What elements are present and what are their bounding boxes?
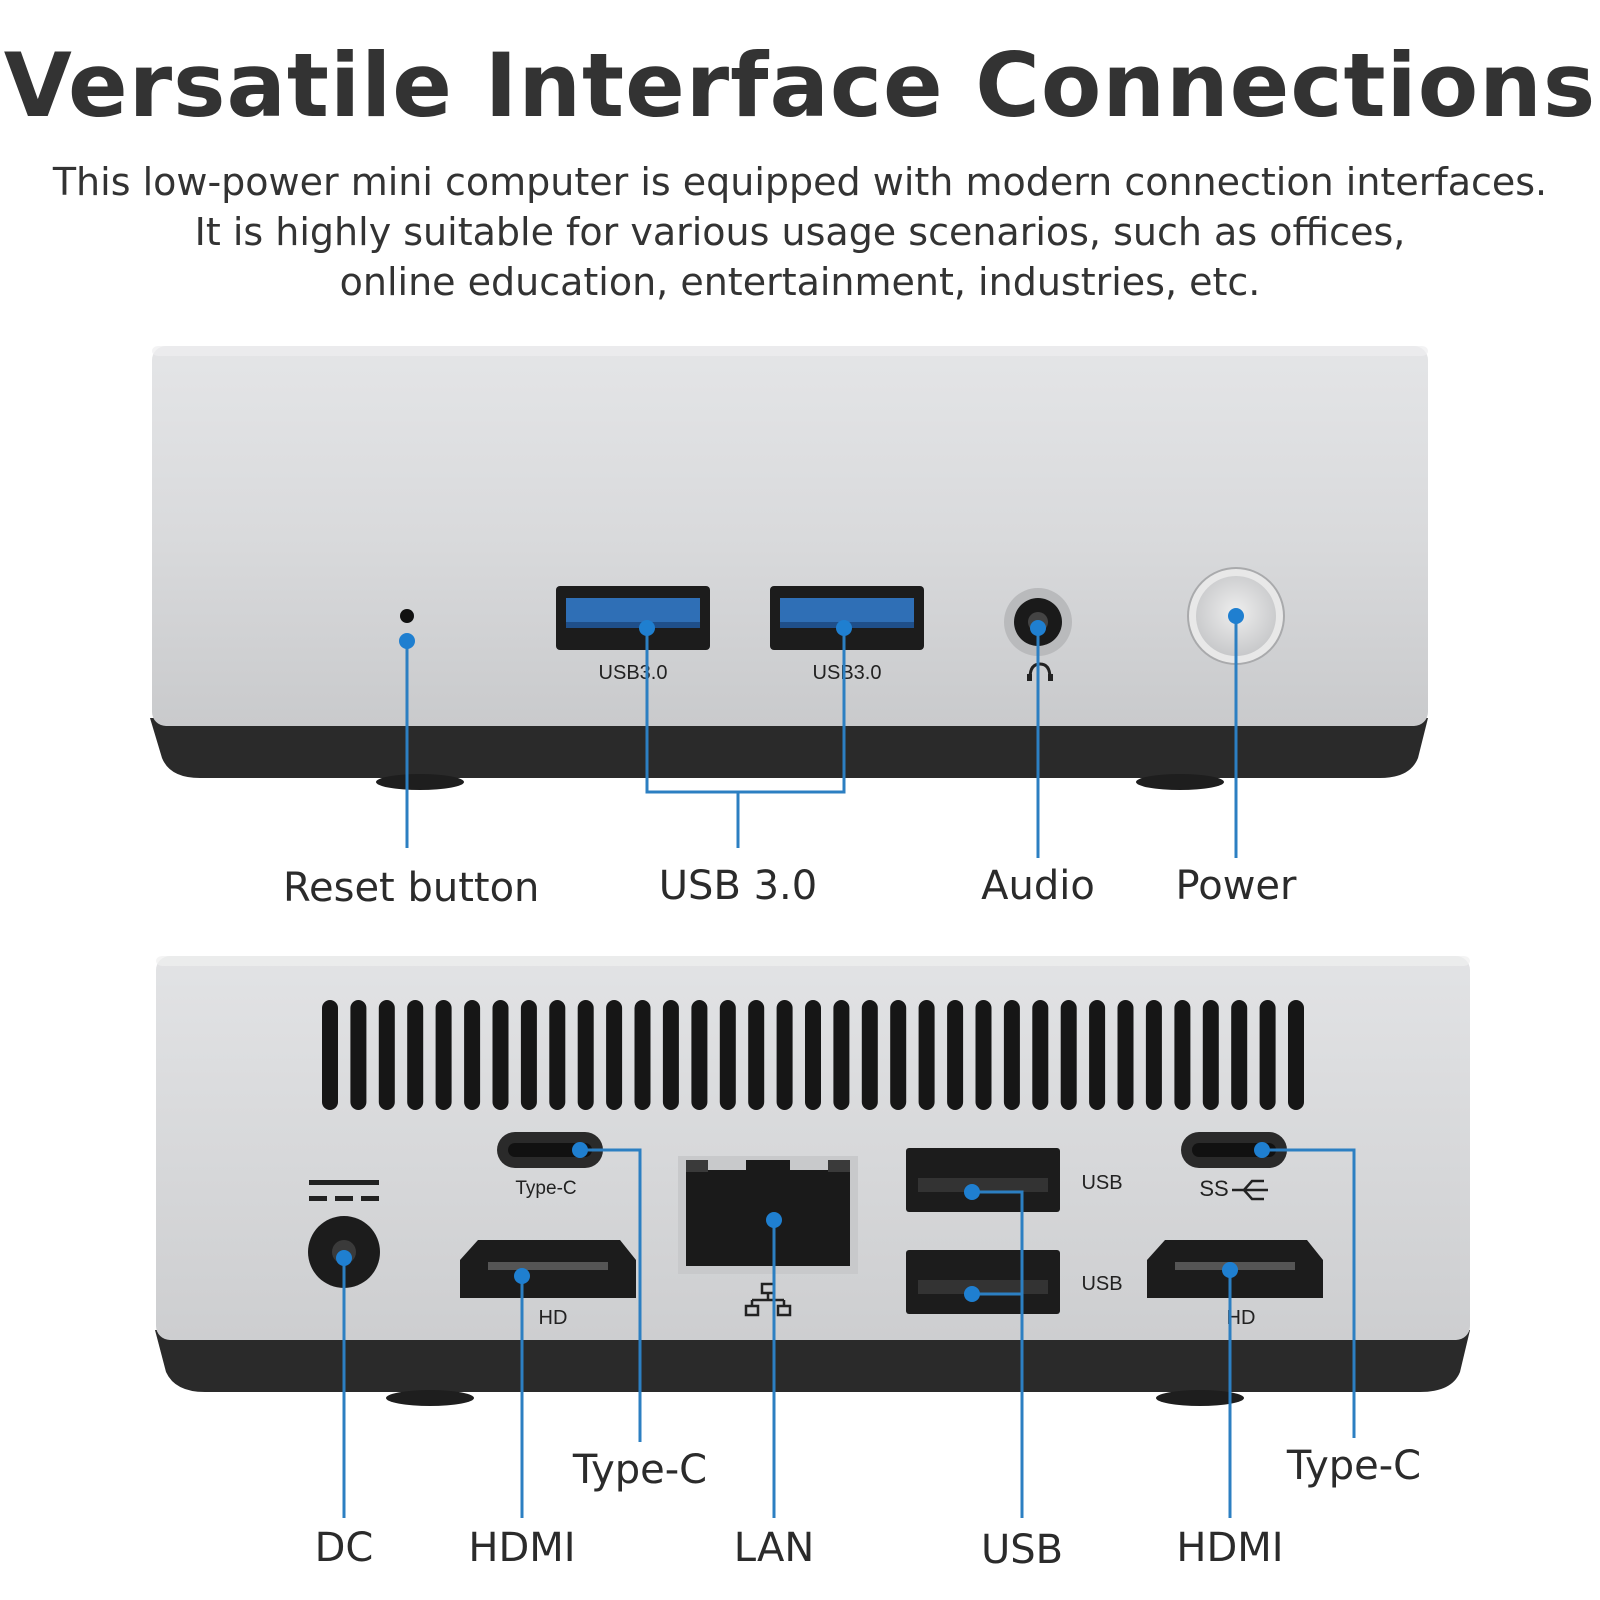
vent-slot (549, 1000, 566, 1110)
vent-slot (1060, 1000, 1077, 1110)
label-lan: LAN (733, 1525, 815, 1571)
rear-hdmi-mark-right: HD (1227, 1307, 1256, 1329)
rear-device: Type-C HD USB (155, 956, 1470, 1406)
rear-usb-port-bottom (906, 1250, 1060, 1314)
vent-slot (520, 1000, 537, 1110)
front-usb-mark-1: USB3.0 (599, 662, 668, 684)
vent-slot (1032, 1000, 1049, 1110)
vent-slot (1174, 1000, 1191, 1110)
vent-slot (634, 1000, 651, 1110)
front-callout-dots (399, 608, 1244, 649)
rear-usb-mark-top: USB (1081, 1172, 1122, 1194)
vent-slot (606, 1000, 623, 1110)
label-typec-right: Type-C (1286, 1443, 1422, 1489)
vent-slot (435, 1000, 452, 1110)
vent-slot (407, 1000, 424, 1110)
vent-slot (861, 1000, 878, 1110)
front-base (150, 718, 1428, 778)
front-foot-left (376, 774, 464, 790)
vent-slot (776, 1000, 793, 1110)
front-usb-port-1 (556, 586, 710, 650)
label-reset-button: Reset button (283, 865, 540, 911)
front-usb-mark-2: USB3.0 (813, 662, 882, 684)
label-power: Power (1175, 863, 1297, 909)
vent-slot (748, 1000, 765, 1110)
description-line-2: It is highly suitable for various usage … (194, 210, 1406, 254)
vent-slot (492, 1000, 509, 1110)
front-chassis (152, 346, 1428, 726)
dc-symbol-icon (309, 1180, 379, 1201)
rear-typec-mark-right: SS (1199, 1176, 1228, 1201)
front-usb-port-2 (770, 586, 924, 650)
vent-slot (805, 1000, 821, 1110)
vent-slot (577, 1000, 594, 1110)
label-hdmi-left: HDMI (468, 1525, 576, 1571)
usb-trident-icon (1232, 1179, 1268, 1201)
rear-typec-port-left (497, 1132, 603, 1168)
vent-slot (1231, 1000, 1248, 1110)
rear-usb-mark-bottom: USB (1081, 1273, 1122, 1295)
rear-hdmi-mark-left: HD (539, 1307, 568, 1329)
page-title: Versatile Interface Connections (3, 34, 1597, 137)
vent-slot (1003, 1000, 1020, 1110)
vent-slot (1117, 1000, 1134, 1110)
vent-slot (1259, 1000, 1276, 1110)
front-foot-right (1136, 774, 1224, 790)
description-line-1: This low-power mini computer is equipped… (52, 160, 1548, 204)
vent-slot (662, 1000, 679, 1110)
vent-slot (464, 1000, 481, 1110)
label-audio: Audio (981, 863, 1095, 909)
description-line-3: online education, entertainment, industr… (339, 260, 1261, 304)
vent-slot (350, 1000, 367, 1110)
front-device: USB3.0 USB3.0 (150, 346, 1428, 790)
reset-pinhole (400, 609, 414, 623)
rear-base (155, 1330, 1470, 1392)
front-callouts (405, 616, 1238, 858)
vent-slot (378, 1000, 395, 1110)
label-usb-3: USB 3.0 (658, 863, 818, 909)
label-typec-left: Type-C (572, 1447, 708, 1493)
vent-slot (947, 1000, 964, 1110)
network-icon (744, 1282, 792, 1317)
vent-slot (890, 1000, 907, 1110)
headphone-icon (1027, 662, 1053, 681)
vent-slot (833, 1000, 850, 1110)
rear-callouts (342, 1148, 1356, 1518)
vent-slot (1089, 1000, 1106, 1110)
rear-callout-dots (336, 1142, 1270, 1302)
vent-slot (322, 1000, 338, 1110)
rear-hdmi-port-left (460, 1240, 636, 1298)
vent-slot (1288, 1000, 1304, 1110)
label-dc: DC (314, 1525, 374, 1571)
label-usb: USB (980, 1527, 1064, 1573)
vent-slot (1202, 1000, 1219, 1110)
label-hdmi-right: HDMI (1176, 1525, 1284, 1571)
vent-slot (975, 1000, 992, 1110)
rear-usb-port-top (906, 1148, 1060, 1212)
vent-slot (691, 1000, 708, 1110)
vent-slot (719, 1000, 736, 1110)
rear-typec-mark-left: Type-C (515, 1178, 576, 1199)
vent-slot (1145, 1000, 1162, 1110)
vent-grille (322, 1000, 1304, 1110)
vent-slot (918, 1000, 935, 1110)
